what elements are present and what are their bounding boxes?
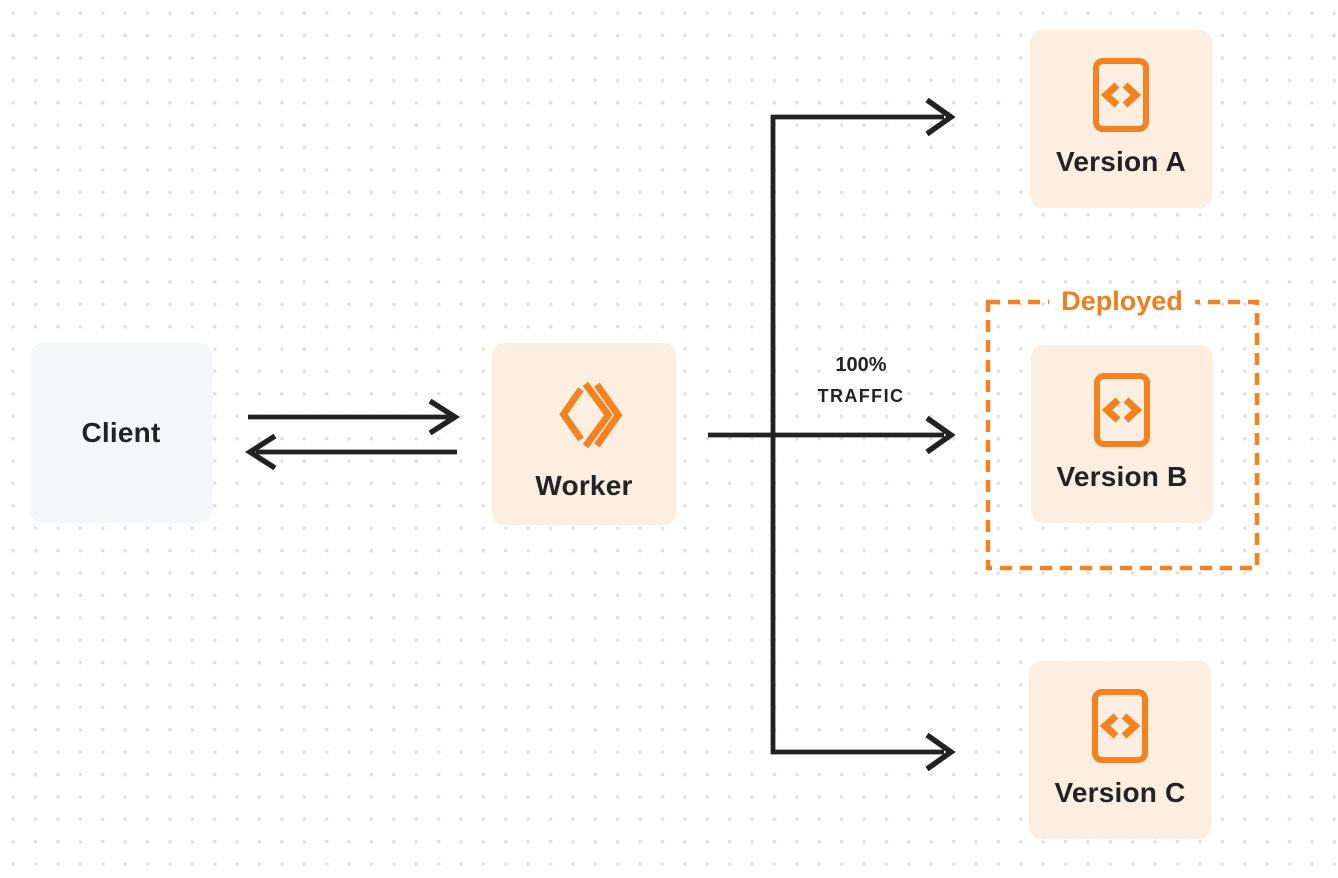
- arrowhead-to-version-b: [925, 415, 956, 455]
- arrowhead-to-client: [244, 433, 277, 471]
- arrowhead-to-version-a: [925, 97, 956, 137]
- cloudflare-workers-icon: [546, 374, 622, 450]
- arrowhead-to-version-c: [925, 732, 956, 772]
- worker-node-label: Worker: [535, 470, 633, 501]
- deployed-dashed-border: [985, 299, 1260, 571]
- traffic-percent: 100%: [835, 354, 887, 376]
- code-file-icon: [1091, 688, 1149, 764]
- client-node: Client: [30, 343, 212, 523]
- code-file-icon: [1093, 372, 1151, 448]
- worker-node: Worker: [492, 343, 676, 525]
- version-a-node: Version A: [1030, 30, 1212, 208]
- code-file-icon: [1092, 57, 1150, 133]
- arrowhead-to-worker: [428, 398, 461, 436]
- version-c-node: Version C: [1029, 661, 1211, 839]
- version-b-node: Version B: [1031, 345, 1213, 523]
- version-b-node-label: Version B: [1056, 460, 1188, 492]
- deployed-label: Deployed: [1049, 284, 1195, 318]
- client-node-label: Client: [81, 417, 161, 448]
- traffic-word: TRAFFIC: [817, 386, 905, 406]
- version-c-node-label: Version C: [1054, 776, 1186, 808]
- traffic-label: 100% TRAFFIC: [786, 352, 936, 407]
- version-a-node-label: Version A: [1056, 145, 1186, 177]
